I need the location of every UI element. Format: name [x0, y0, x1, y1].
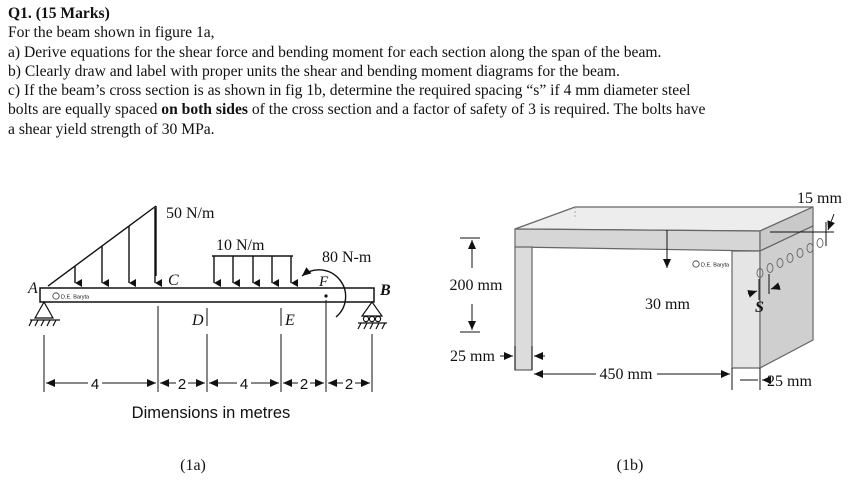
figure-1b: D.E. Baryta	[450, 190, 843, 474]
dimension-lines-1b	[460, 213, 835, 390]
beam	[39, 287, 375, 303]
part-c-line2-bold: on both sides	[161, 101, 248, 119]
watermark-1b-text: D.E. Baryta	[701, 263, 730, 269]
dim-4: 2	[300, 376, 308, 393]
part-c-line2-pre: bolts are equally spaced	[8, 101, 162, 119]
dim-3: 4	[240, 376, 248, 393]
figure-1b-caption: (1b)	[617, 457, 644, 474]
point-d-label: D	[191, 312, 204, 329]
triangular-load	[47, 205, 162, 287]
question-part-c: c) If the beam’s cross section is as sho…	[8, 81, 853, 139]
figure-1a: 50 N/m 10 N/m A B C F D.E. Baryta 80 N-m	[27, 205, 391, 474]
uniform-load-label: 10 N/m	[216, 237, 265, 254]
left-web	[514, 246, 533, 371]
dims-caption: Dimensions in metres	[132, 404, 291, 422]
span-label: 450 mm	[600, 366, 653, 383]
height-label: 200 mm	[450, 277, 503, 294]
point-f-label: F	[318, 274, 329, 290]
flange-front-face	[514, 228, 761, 252]
point-a-label: A	[27, 280, 38, 297]
dimension-lines	[43, 300, 373, 392]
point-f-dot	[324, 294, 328, 298]
watermark-1a-text: D.E. Baryta	[61, 295, 90, 301]
flange-thickness-label: 30 mm	[645, 296, 690, 313]
question-part-b: b) Clearly draw and label with proper un…	[8, 62, 620, 80]
part-c-line3: a shear yield strength of 30 MPa.	[8, 120, 215, 138]
part-c-line2-post: of the cross section and a factor of saf…	[247, 101, 706, 119]
triangular-load-label: 50 N/m	[166, 205, 215, 222]
left-support	[28, 300, 60, 327]
question-intro: For the beam shown in figure 1a,	[8, 24, 215, 42]
bolt-row	[756, 238, 824, 278]
dim-5: 2	[345, 376, 353, 393]
spacing-label: S	[755, 299, 764, 316]
web-thickness-left-label: 25 mm	[450, 348, 495, 365]
figure-1a-caption: (1a)	[180, 457, 206, 474]
web-thickness-right-label: 25 mm	[767, 373, 812, 390]
dim-2: 2	[178, 376, 186, 393]
moment-arc	[301, 267, 347, 318]
right-web-side	[759, 225, 814, 369]
point-c-label: C	[168, 272, 179, 289]
watermark-1b: D.E. Baryta	[692, 260, 730, 269]
point-e-label: E	[284, 312, 295, 329]
part-c-line1: c) If the beam’s cross section is as sho…	[8, 82, 691, 100]
question-text: Q1. (15 Marks) For the beam shown in fig…	[8, 4, 853, 139]
moment-label: 80 N-m	[322, 249, 372, 266]
right-support	[357, 300, 387, 330]
question-part-a: a) Derive equations for the shear force …	[8, 43, 662, 61]
dim-1: 4	[91, 376, 99, 393]
flange-width-label: 15 mm	[797, 190, 842, 207]
question-title: Q1. (15 Marks)	[8, 5, 110, 22]
point-b-label: B	[379, 282, 391, 299]
watermark-1a: D.E. Baryta	[52, 292, 90, 301]
uniform-load	[212, 255, 298, 287]
